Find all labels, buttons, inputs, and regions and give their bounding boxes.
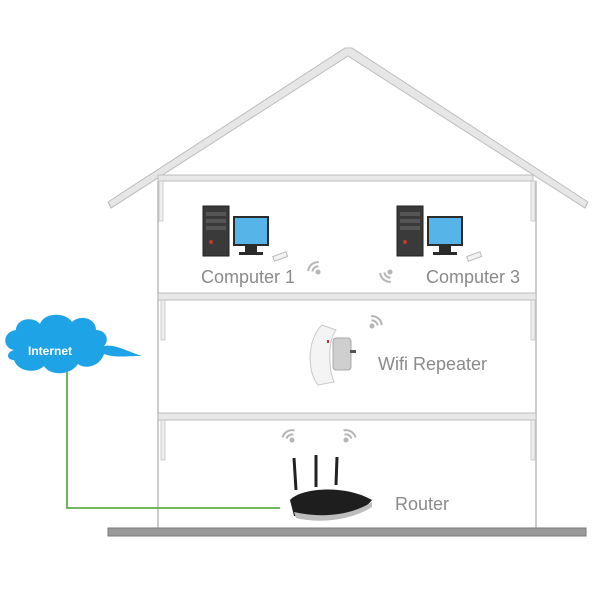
ground-line bbox=[107, 527, 587, 537]
computer-1-icon bbox=[202, 205, 289, 262]
wifi-signal-icon-repeater bbox=[369, 315, 383, 329]
computer-3-icon bbox=[396, 205, 483, 262]
router-label: Router bbox=[395, 494, 450, 514]
wifi-signal-icon-computer-1 bbox=[307, 261, 321, 275]
computer-3-label: Computer 3 bbox=[426, 267, 521, 287]
internet-cloud-icon bbox=[5, 314, 142, 374]
wifi-signal-icon-computer-3 bbox=[379, 269, 393, 283]
house-roof bbox=[107, 47, 589, 209]
wifi-signal-icon-router-right bbox=[343, 429, 357, 443]
floor-divider-lower bbox=[157, 412, 537, 421]
router-icon bbox=[290, 455, 372, 521]
computer-1-label: Computer 1 bbox=[201, 267, 296, 287]
floor-divider-upper bbox=[157, 292, 537, 301]
wifi-repeater-icon bbox=[309, 324, 356, 386]
ceiling-beam bbox=[157, 174, 534, 182]
internet-label: Internet bbox=[28, 344, 73, 358]
wifi-repeater-label: Wifi Repeater bbox=[378, 354, 488, 374]
wired-connection bbox=[66, 360, 280, 509]
wifi-signal-icon-router-left bbox=[281, 429, 295, 443]
